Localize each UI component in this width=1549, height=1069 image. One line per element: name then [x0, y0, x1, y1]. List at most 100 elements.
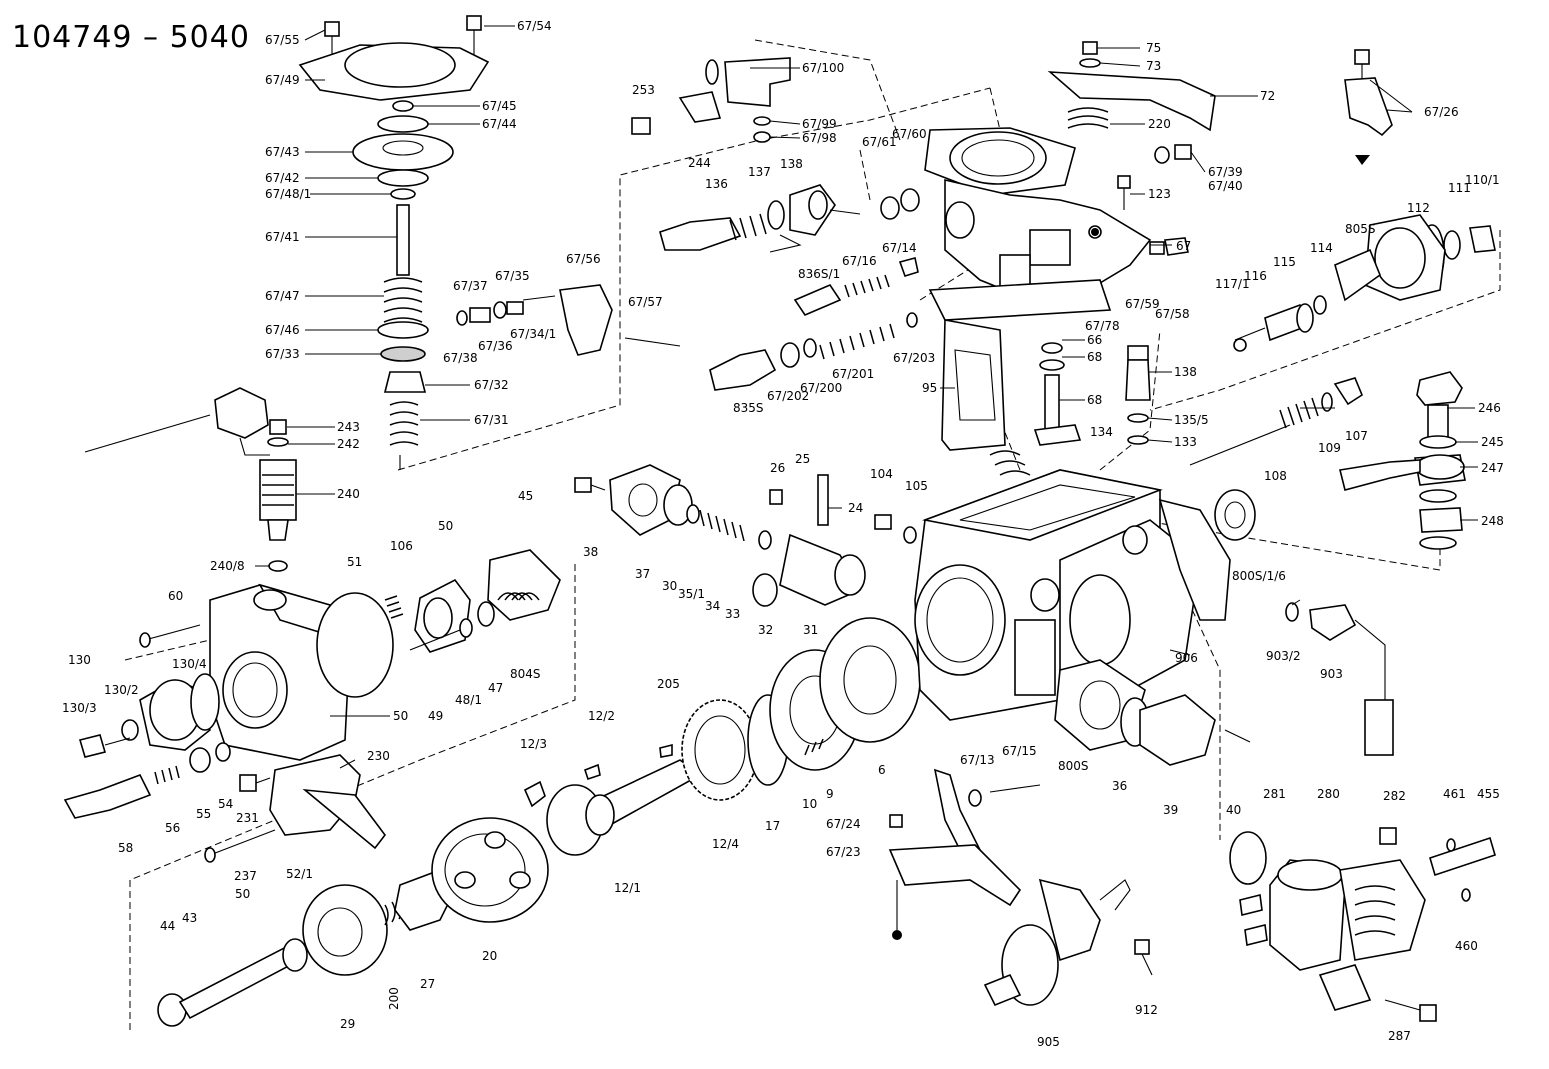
label-107: 107 [1345, 429, 1368, 443]
bolt-60-130-assembly [78, 624, 220, 758]
label-220: 220 [1148, 117, 1171, 131]
label-68-a: 68 [1087, 350, 1102, 364]
banjo-bolt-stack [1339, 371, 1466, 550]
label-40: 40 [1226, 803, 1241, 817]
coupling-discs [747, 617, 921, 786]
label-67-23: 67/23 [826, 845, 861, 859]
label-836s-1: 836S/1 [798, 267, 840, 281]
label-67-200: 67/200 [800, 381, 842, 395]
label-30: 30 [662, 579, 677, 593]
label-51: 51 [347, 555, 362, 569]
cold-start-assembly-280 [1229, 827, 1496, 1022]
valve-138-assembly [1125, 345, 1151, 445]
adjust-screw-assembly [659, 184, 861, 253]
label-804s: 804S [510, 667, 541, 681]
label-67-57: 67/57 [628, 295, 663, 309]
distributor-head-housing [209, 578, 471, 761]
label-56: 56 [165, 821, 180, 835]
label-67-100: 67/100 [802, 61, 844, 75]
roller-ring-20 [394, 817, 549, 931]
label-800s-1-6: 800S/1/6 [1232, 569, 1286, 583]
label-136: 136 [705, 177, 728, 191]
adjust-screw-835s [709, 312, 918, 391]
label-12-3: 12/3 [520, 737, 547, 751]
label-247: 247 [1481, 461, 1504, 475]
label-67-98: 67/98 [802, 131, 837, 145]
label-49: 49 [428, 709, 443, 723]
label-67-46: 67/46 [265, 323, 300, 337]
label-237: 237 [234, 869, 257, 883]
label-123: 123 [1148, 187, 1171, 201]
label-112: 112 [1407, 201, 1430, 215]
gear-pump-assembly-right [1233, 214, 1496, 352]
label-243: 243 [337, 420, 360, 434]
label-138-right: 138 [1174, 365, 1197, 379]
label-43: 43 [182, 911, 197, 925]
label-111: 111 [1448, 181, 1471, 195]
label-67-202: 67/202 [767, 389, 809, 403]
label-60: 60 [168, 589, 183, 603]
part-number-labels: 67/55 67/54 67/49 67/45 67/44 67/43 67/4… [62, 19, 1504, 1049]
label-17: 17 [765, 819, 780, 833]
label-67-39: 67/39 [1208, 165, 1243, 179]
label-104: 104 [870, 467, 893, 481]
label-455: 455 [1477, 787, 1500, 801]
label-67-201: 67/201 [832, 367, 874, 381]
label-280: 280 [1317, 787, 1340, 801]
label-38: 38 [583, 545, 598, 559]
label-33: 33 [725, 607, 740, 621]
top-cover-housing [880, 127, 1152, 321]
drive-shaft-12-1 [523, 759, 702, 856]
label-244: 244 [688, 156, 711, 170]
valve-66-68 [1033, 342, 1082, 446]
label-55: 55 [196, 807, 211, 821]
label-52-1: 52/1 [286, 867, 313, 881]
label-67-24: 67/24 [826, 817, 861, 831]
label-67-60: 67/60 [892, 127, 927, 141]
lever-72-assembly [1047, 41, 1216, 210]
part-45-804s [409, 549, 561, 651]
label-242: 242 [337, 437, 360, 451]
cover-39-assembly [1054, 659, 1251, 766]
label-20: 20 [482, 949, 497, 963]
label-27: 27 [420, 977, 435, 991]
label-73: 73 [1146, 59, 1161, 73]
shaft-108-assembly [1189, 377, 1363, 466]
label-240-8: 240/8 [210, 559, 245, 573]
label-58: 58 [118, 841, 133, 855]
label-912: 912 [1135, 1003, 1158, 1017]
label-116: 116 [1244, 269, 1267, 283]
main-pump-housing [914, 469, 1231, 721]
label-67-47: 67/47 [265, 289, 300, 303]
label-48-1: 48/1 [455, 693, 482, 707]
label-54: 54 [218, 797, 233, 811]
label-67: 67 [1176, 239, 1191, 253]
label-130-4: 130/4 [172, 657, 207, 671]
label-110-1: 110/1 [1465, 173, 1500, 187]
label-133: 133 [1174, 435, 1197, 449]
label-287: 287 [1388, 1029, 1411, 1043]
label-35-1: 35/1 [678, 587, 705, 601]
label-67-32: 67/32 [474, 378, 509, 392]
label-45: 45 [518, 489, 533, 503]
label-903-2: 903/2 [1266, 649, 1301, 663]
label-67-34-1: 67/34/1 [510, 327, 556, 341]
label-50-c: 50 [235, 887, 250, 901]
label-67-78: 67/78 [1085, 319, 1120, 333]
label-800s: 800S [1058, 759, 1089, 773]
label-12-2: 12/2 [588, 709, 615, 723]
label-67-37: 67/37 [453, 279, 488, 293]
label-12-4: 12/4 [712, 837, 739, 851]
label-67-14: 67/14 [882, 241, 917, 255]
label-67-99: 67/99 [802, 117, 837, 131]
delivery-valve-58-assembly [63, 742, 271, 819]
label-67-36: 67/36 [478, 339, 513, 353]
label-25: 25 [795, 452, 810, 466]
label-905: 905 [1037, 1035, 1060, 1049]
label-108: 108 [1264, 469, 1287, 483]
diagram-title: 104749 – 5040 [12, 20, 250, 55]
label-114: 114 [1310, 241, 1333, 255]
label-117-1: 117/1 [1215, 277, 1250, 291]
label-903: 903 [1320, 667, 1343, 681]
